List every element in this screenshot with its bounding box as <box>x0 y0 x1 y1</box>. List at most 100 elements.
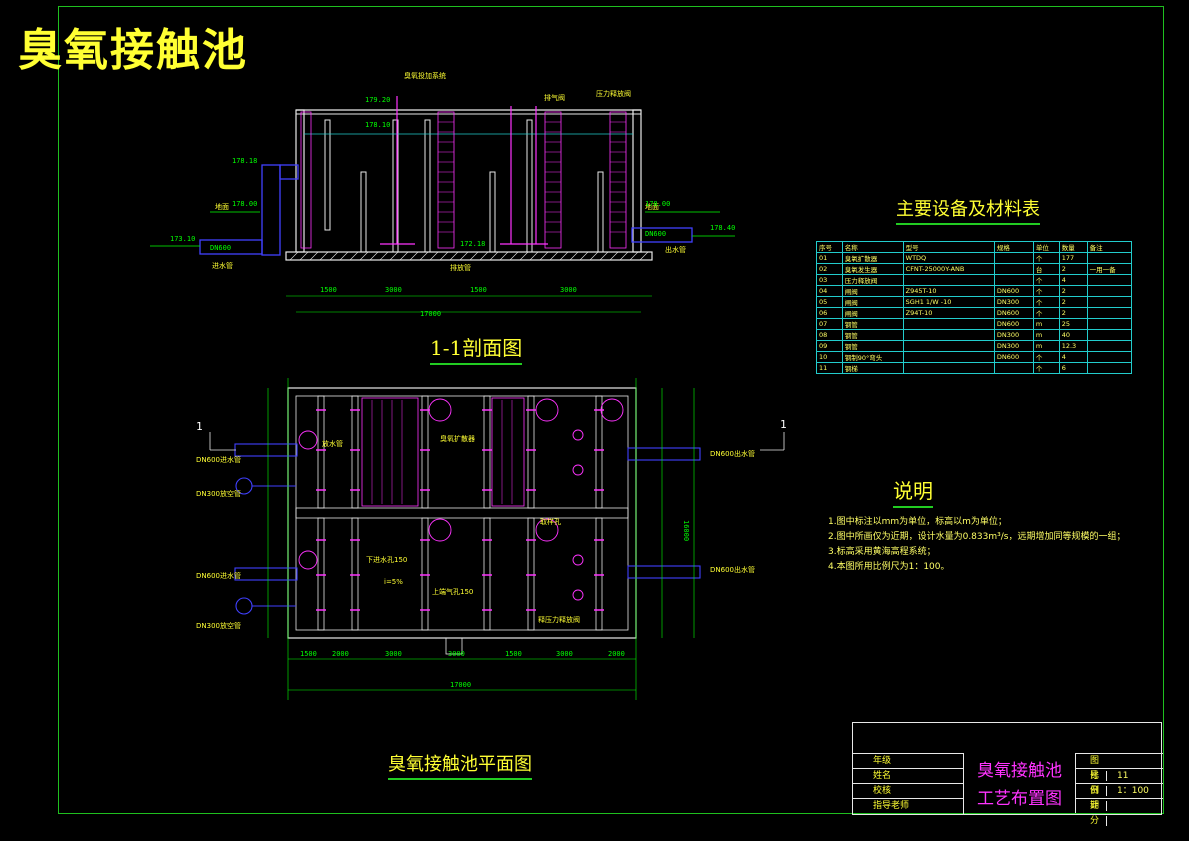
level-mark: 173.10 <box>170 235 195 243</box>
meta-key: 日期 <box>1090 786 1100 811</box>
section-mark-left: 1 <box>196 420 203 433</box>
gas-hole-label: 上端气孔150 <box>432 587 473 596</box>
table-cell: DN600 <box>993 307 1034 319</box>
sample-label: 取样孔 <box>540 517 561 526</box>
table-cell: 臭氧扩散器 <box>841 252 904 264</box>
table-cell: 个 <box>1032 252 1060 264</box>
plan-dim-bottom: 1500 <box>505 650 522 658</box>
table-cell <box>1086 252 1133 264</box>
table-cell <box>993 263 1034 275</box>
plan-title: 臭氧接触池平面图 <box>388 750 532 780</box>
drawing-name-line1: 臭氧接触池 <box>977 761 1062 781</box>
table-cell: 闸阀 <box>841 296 904 308</box>
table-cell: 07 <box>816 318 843 330</box>
section-total-dim: 17000 <box>420 310 441 318</box>
table-cell <box>902 274 995 286</box>
table-cell <box>902 351 995 363</box>
table-cell: 01 <box>816 252 843 264</box>
table-header-cell: 名称 <box>841 241 904 253</box>
table-header-cell: 备注 <box>1086 241 1133 253</box>
meta-key: 图号 <box>1090 756 1100 781</box>
table-cell: 闸阀 <box>841 285 904 297</box>
level-mark: 178.10 <box>365 121 390 129</box>
table-cell <box>1086 329 1133 341</box>
table-cell: DN300 <box>993 340 1034 352</box>
drawing-name: 臭氧接触池 工艺布置图 <box>963 753 1075 815</box>
section-dim: 1500 <box>470 286 487 294</box>
note-item: 1.图中标注以mm为单位，标高以m为单位； <box>828 517 1007 527</box>
table-cell <box>1086 274 1133 286</box>
table-cell: 08 <box>816 329 843 341</box>
table-cell: DN300 <box>993 296 1034 308</box>
note-item: 2.图中所画仅为近期，设计水量为0.833m³/s，远期增加同等规模的一组； <box>828 532 1126 542</box>
table-cell: 钢管 <box>841 329 904 341</box>
table-cell <box>1086 340 1133 352</box>
plan-pipe-left: DN300放空管 <box>196 621 241 630</box>
table-header-row: 序号 名称 型号 规格 单位 数量 备注 <box>816 241 1133 253</box>
table-cell: m <box>1032 318 1060 330</box>
table-cell: DN600 <box>993 351 1034 363</box>
materials-title: 主要设备及材料表 <box>896 195 1040 225</box>
title-block-row: 指导老师 <box>853 798 963 813</box>
table-cell: 个 <box>1032 362 1060 374</box>
table-cell: 钢制90°弯头 <box>841 351 904 363</box>
level-mark: 179.20 <box>365 96 390 104</box>
plan-pipe-right: DN600出水管 <box>710 565 755 574</box>
table-cell: 2 <box>1058 307 1088 319</box>
inlet-dn-label: DN600 <box>210 244 231 252</box>
table-cell <box>1086 318 1133 330</box>
section-dim: 1500 <box>320 286 337 294</box>
table-cell <box>1086 362 1133 374</box>
table-cell: 臭氧发生器 <box>841 263 904 275</box>
section-dim: 3000 <box>385 286 402 294</box>
table-cell <box>1086 296 1133 308</box>
meta-key: 比例 <box>1090 771 1100 796</box>
drawing-title: 臭氧接触池 <box>18 25 248 76</box>
table-cell: 压力释放阀 <box>841 274 904 286</box>
ozone-system-label: 臭氧投加系统 <box>404 71 446 80</box>
section-dims: 1500 3000 1500 3000 <box>286 286 652 313</box>
drain-top-label: 放水管 <box>322 439 343 448</box>
section-dim: 3000 <box>560 286 577 294</box>
table-cell: DN600 <box>993 318 1034 330</box>
table-cell: 个 <box>1032 274 1060 286</box>
table-cell: 2 <box>1058 263 1088 275</box>
plan-pipe-right: DN600出水管 <box>710 449 755 458</box>
table-cell: 2 <box>1058 285 1088 297</box>
drawing-frame <box>58 6 1164 814</box>
table-cell: 个 <box>1032 285 1060 297</box>
plan-total-dim: 17000 <box>450 681 471 689</box>
table-cell <box>1086 285 1133 297</box>
notes-title: 说明 <box>893 475 933 508</box>
plan-dim-bottom: 1500 <box>300 650 317 658</box>
drain-label: 排放管 <box>450 263 471 272</box>
table-cell <box>902 329 995 341</box>
table-cell: 钢管 <box>841 318 904 330</box>
table-header-cell: 序号 <box>816 241 843 253</box>
meta-value <box>1106 816 1117 826</box>
title-block-meta: 日期 <box>1075 783 1163 811</box>
plan-dim-bottom: 3000 <box>385 650 402 658</box>
title-block-meta: 计分 <box>1075 798 1163 826</box>
table-cell: 04 <box>816 285 843 297</box>
section-title: 1-1剖面图 <box>430 332 523 365</box>
table-cell: WTDQ <box>902 252 995 264</box>
ground-right-label: 地面 <box>645 202 659 211</box>
table-cell: 09 <box>816 340 843 352</box>
plan-pipe-left: DN300放空管 <box>196 489 241 498</box>
table-cell: 4 <box>1058 351 1088 363</box>
notes-list: 1.图中标注以mm为单位，标高以m为单位； 2.图中所画仅为近期，设计水量为0.… <box>828 515 1125 575</box>
title-block-row: 校核 <box>853 783 963 798</box>
table-header-cell: 型号 <box>902 241 995 253</box>
table-header-cell: 规格 <box>993 241 1034 253</box>
table-cell: DN300 <box>993 329 1034 341</box>
ground-left-label: 地面 <box>215 202 229 211</box>
level-mark: 178.00 <box>645 200 670 208</box>
